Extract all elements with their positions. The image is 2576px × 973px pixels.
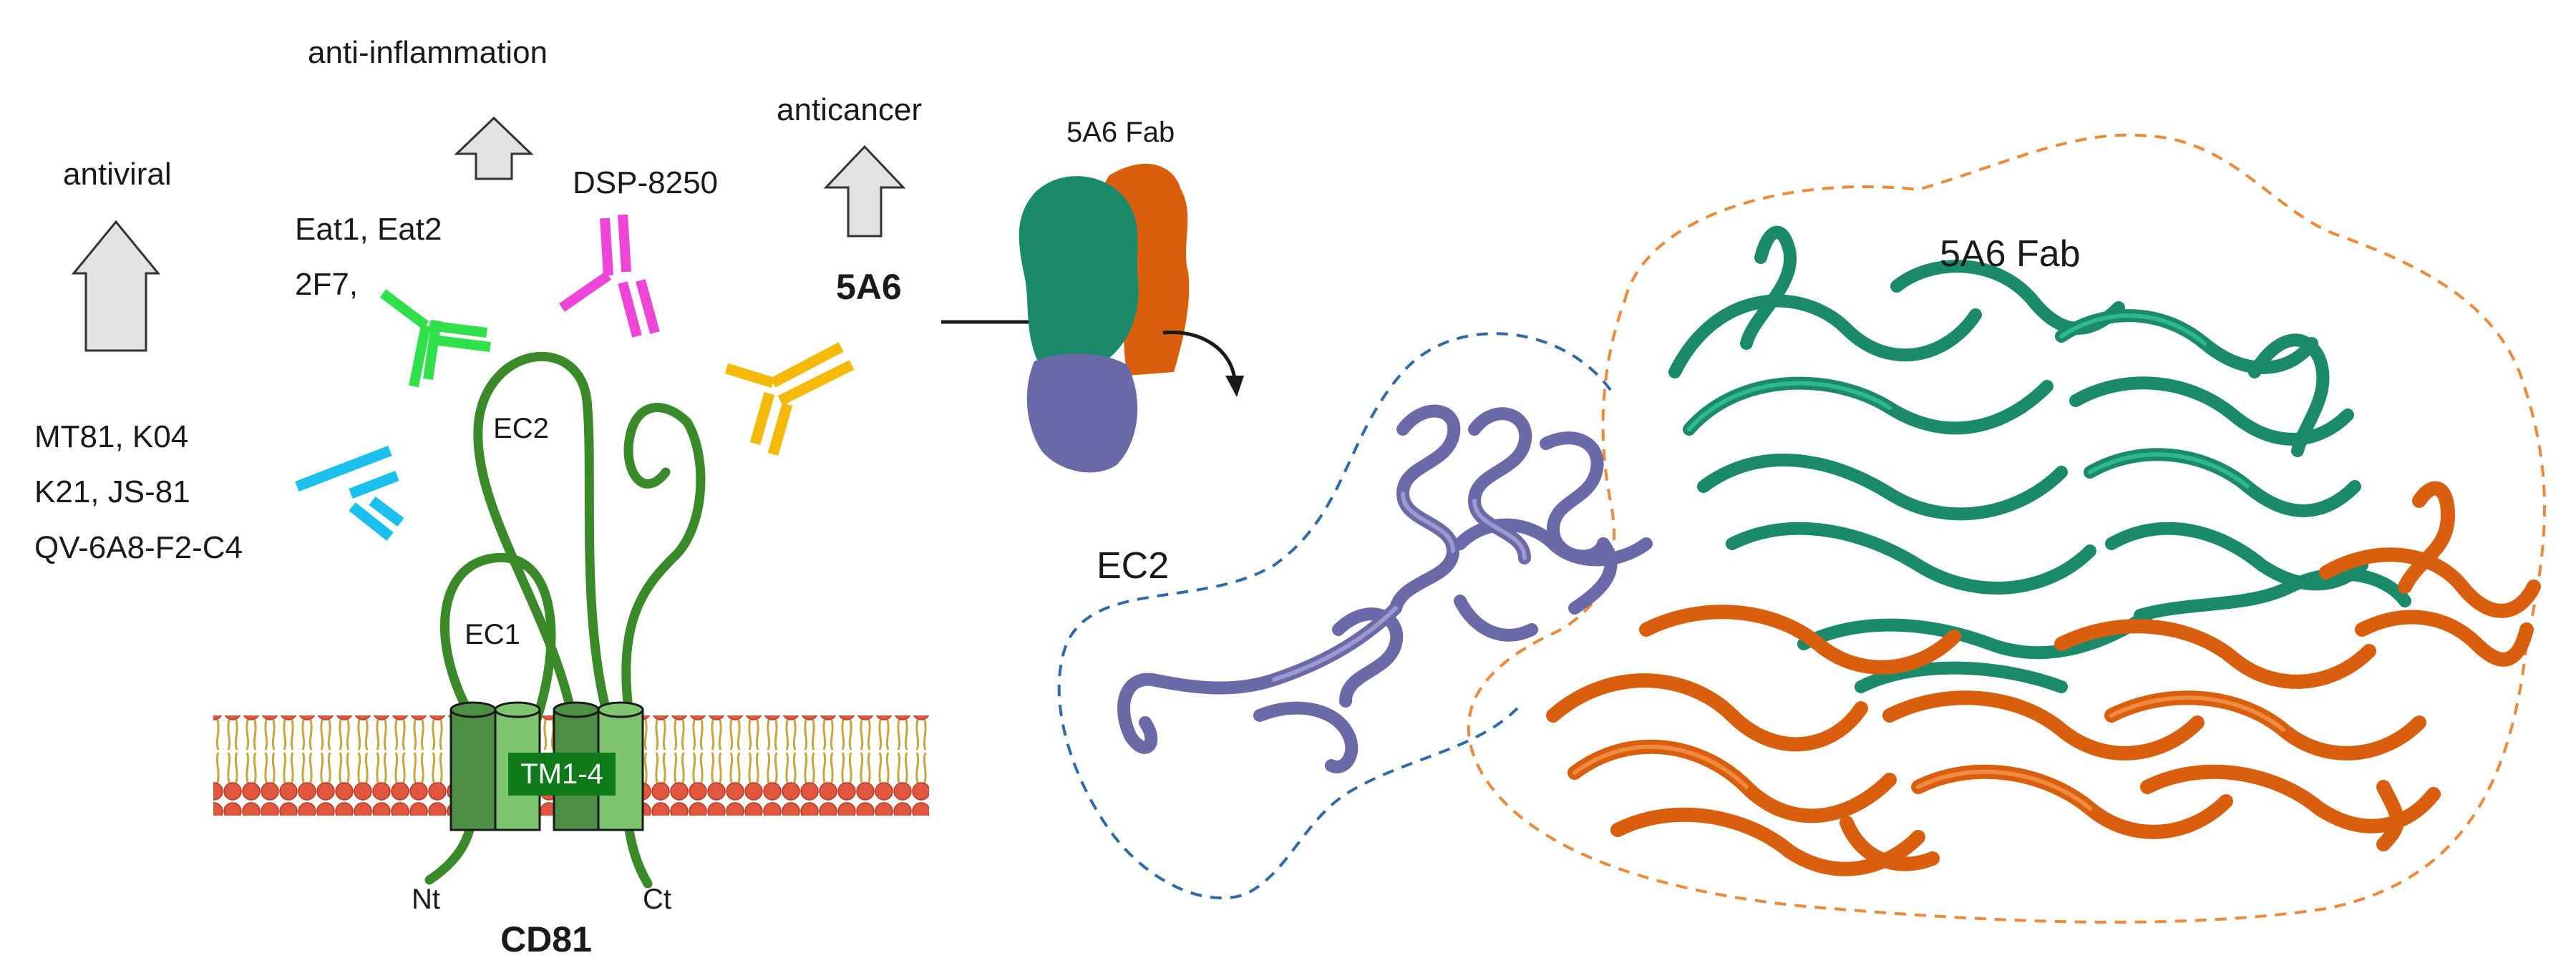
ct-label: Ct [643, 884, 671, 915]
effect-anti-inflammation: anti-inflammation [308, 35, 548, 70]
cd81-name: CD81 [500, 919, 592, 959]
effect-anticancer: anticancer [777, 92, 922, 127]
antibody-label-5a6: 5A6 [836, 267, 902, 307]
fab-thumbnail-label: 5A6 Fab [1066, 117, 1175, 148]
ec2-helix-highlights [1272, 492, 1527, 682]
up-arrow-anticancer [823, 145, 906, 238]
antibody-green [379, 289, 491, 388]
fab-heavy-chain-highlights [1687, 313, 2250, 489]
antibody-magenta [559, 214, 660, 338]
up-arrow-anti-inflammation [454, 116, 534, 180]
antibody-cyan [295, 445, 404, 541]
ec1-loop-label: EC1 [465, 619, 520, 650]
antibody-label-eat1-eat2: Eat1, Eat2 [295, 212, 442, 247]
curved-arrow-head [1225, 376, 1244, 397]
antibody-yellow [724, 342, 855, 456]
ec2-dashed-outline [1057, 332, 1612, 900]
fab-dashed-outline [1467, 133, 2546, 924]
tm-label-box [508, 753, 616, 796]
antibody-label-mt81-k04: MT81, K04 [34, 419, 188, 454]
up-arrow-antiviral [71, 220, 161, 352]
nt-label: Nt [412, 884, 440, 915]
effect-antiviral: antiviral [63, 157, 172, 192]
fab-structure-label: 5A6 Fab [1940, 233, 2081, 275]
antibody-label-2f7: 2F7, [295, 267, 358, 302]
ec2-loop-label: EC2 [493, 413, 549, 444]
antibody-label-k21-js81: K21, JS-81 [34, 474, 190, 509]
ec2-structure-label: EC2 [1097, 545, 1169, 587]
fab-surface-thumbnail [1019, 163, 1190, 473]
antibody-label-dsp8250: DSP-8250 [573, 165, 718, 200]
cd81-protein-chain [424, 351, 706, 889]
fab-light-chain-highlights [1573, 695, 2285, 811]
antibody-label-qv6a8: QV-6A8-F2-C4 [34, 530, 243, 565]
tm-label: TM1-4 [520, 758, 603, 790]
curved-arrow-to-structure [1162, 330, 1237, 380]
